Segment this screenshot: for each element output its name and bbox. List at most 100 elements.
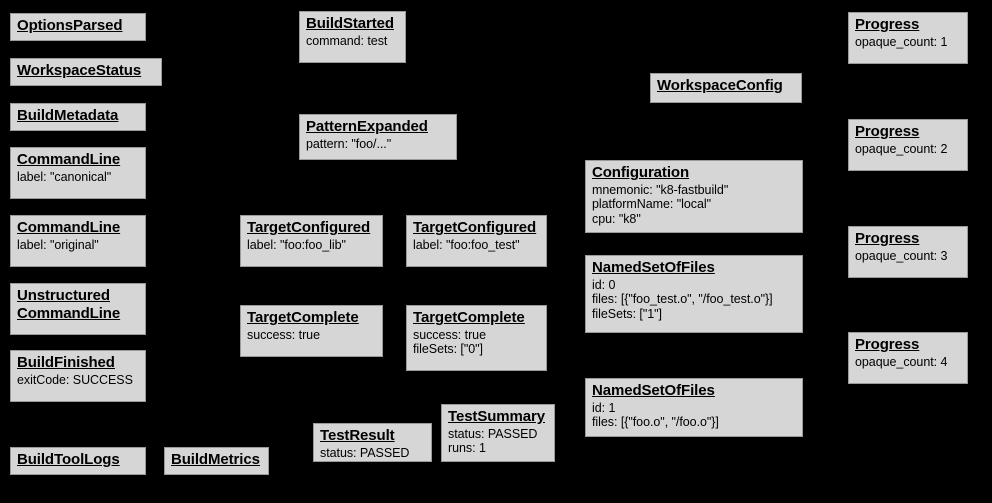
node-field: pattern: "foo/..." — [306, 136, 392, 151]
node-title: OptionsParsed — [17, 17, 139, 35]
node-title: NamedSetOfFiles — [592, 259, 796, 277]
node-field: success: true — [247, 327, 320, 342]
node-title-line: WorkspaceConfig — [657, 77, 783, 94]
node-title: BuildMetadata — [17, 107, 139, 125]
node-title-line: Configuration — [592, 164, 690, 181]
node-title: NamedSetOfFiles — [592, 382, 796, 400]
node-field: opaque_count: 2 — [855, 141, 948, 156]
node-field: id: 0 — [592, 277, 616, 292]
node-field: runs: 1 — [448, 441, 486, 456]
node-build-metrics[interactable]: BuildMetrics — [164, 447, 269, 475]
node-title-line: Unstructured — [17, 287, 110, 304]
node-title: Configuration — [592, 164, 796, 182]
node-title-line: WorkspaceStatus — [17, 62, 142, 79]
node-fields: opaque_count: 1 — [855, 35, 961, 50]
node-title: WorkspaceConfig — [657, 77, 795, 95]
node-field: status: PASSED — [448, 426, 538, 441]
node-build-finished[interactable]: BuildFinished exitCode: SUCCESS — [10, 350, 146, 402]
node-title: Progress — [855, 123, 961, 141]
node-field: label: "canonical" — [17, 169, 112, 184]
node-build-metadata[interactable]: BuildMetadata — [10, 103, 146, 131]
node-fields: label: "canonical" — [17, 170, 139, 185]
node-fields: opaque_count: 4 — [855, 355, 961, 370]
node-title-line: TargetConfigured — [413, 219, 537, 236]
node-progress-4[interactable]: Progress opaque_count: 4 — [848, 332, 968, 384]
node-title-line: NamedSetOfFiles — [592, 382, 715, 399]
node-title: TargetComplete — [413, 309, 540, 327]
node-field: opaque_count: 3 — [855, 248, 948, 263]
node-field: mnemonic: "k8-fastbuild" — [592, 182, 729, 197]
node-title-line: CommandLine — [17, 304, 121, 322]
node-fields: exitCode: SUCCESS — [17, 373, 139, 388]
node-title-line: TargetComplete — [413, 309, 525, 326]
node-fields: label: "foo:foo_lib" — [247, 238, 376, 253]
node-title: CommandLine — [17, 151, 139, 169]
node-fields: label: "foo:foo_test" — [413, 238, 540, 253]
node-fields: mnemonic: "k8-fastbuild"platformName: "l… — [592, 183, 796, 227]
node-field: fileSets: ["0"] — [413, 342, 483, 357]
node-title: TestResult — [320, 427, 425, 445]
node-title-line: TargetComplete — [247, 309, 359, 326]
node-title: Progress — [855, 230, 961, 248]
node-title-line: Progress — [855, 336, 920, 353]
node-field: files: [{"foo.o", "/foo.o"}] — [592, 415, 719, 430]
node-options-parsed[interactable]: OptionsParsed — [10, 13, 146, 41]
node-title: BuildFinished — [17, 354, 139, 372]
node-fields: status: PASSED — [320, 446, 425, 461]
node-title: Progress — [855, 336, 961, 354]
node-title: BuildToolLogs — [17, 451, 139, 469]
node-title: TargetComplete — [247, 309, 376, 327]
node-title: WorkspaceStatus — [17, 62, 155, 80]
node-workspace-status[interactable]: WorkspaceStatus — [10, 58, 162, 86]
node-title-line: TargetConfigured — [247, 219, 371, 236]
node-field: label: "foo:foo_test" — [413, 237, 520, 252]
node-field: label: "foo:foo_lib" — [247, 237, 346, 252]
node-title: CommandLine — [17, 219, 139, 237]
node-title-line: CommandLine — [17, 151, 121, 168]
node-field: files: [{"foo_test.o", "/foo_test.o"}] — [592, 292, 773, 307]
node-title-line: TestSummary — [448, 408, 545, 425]
node-build-tool-logs[interactable]: BuildToolLogs — [10, 447, 146, 475]
node-title: TargetConfigured — [247, 219, 376, 237]
node-title-line: Progress — [855, 16, 920, 33]
node-title-line: OptionsParsed — [17, 17, 123, 34]
node-fields: opaque_count: 2 — [855, 142, 961, 157]
node-field: cpu: "k8" — [592, 212, 641, 227]
node-field: status: PASSED — [320, 445, 410, 460]
node-fields: pattern: "foo/..." — [306, 137, 450, 152]
node-field: success: true — [413, 327, 486, 342]
node-workspace-config[interactable]: WorkspaceConfig — [650, 73, 802, 103]
node-title-line: BuildFinished — [17, 354, 115, 371]
node-field: platformName: "local" — [592, 197, 711, 212]
node-field: opaque_count: 1 — [855, 34, 948, 49]
node-title: TestSummary — [448, 408, 548, 426]
node-title: PatternExpanded — [306, 118, 450, 136]
node-title: BuildStarted — [306, 15, 399, 33]
node-field: fileSets: ["1"] — [592, 307, 662, 322]
node-field: label: "original" — [17, 237, 99, 252]
node-field: id: 1 — [592, 400, 616, 415]
node-title-line: BuildStarted — [306, 15, 394, 32]
